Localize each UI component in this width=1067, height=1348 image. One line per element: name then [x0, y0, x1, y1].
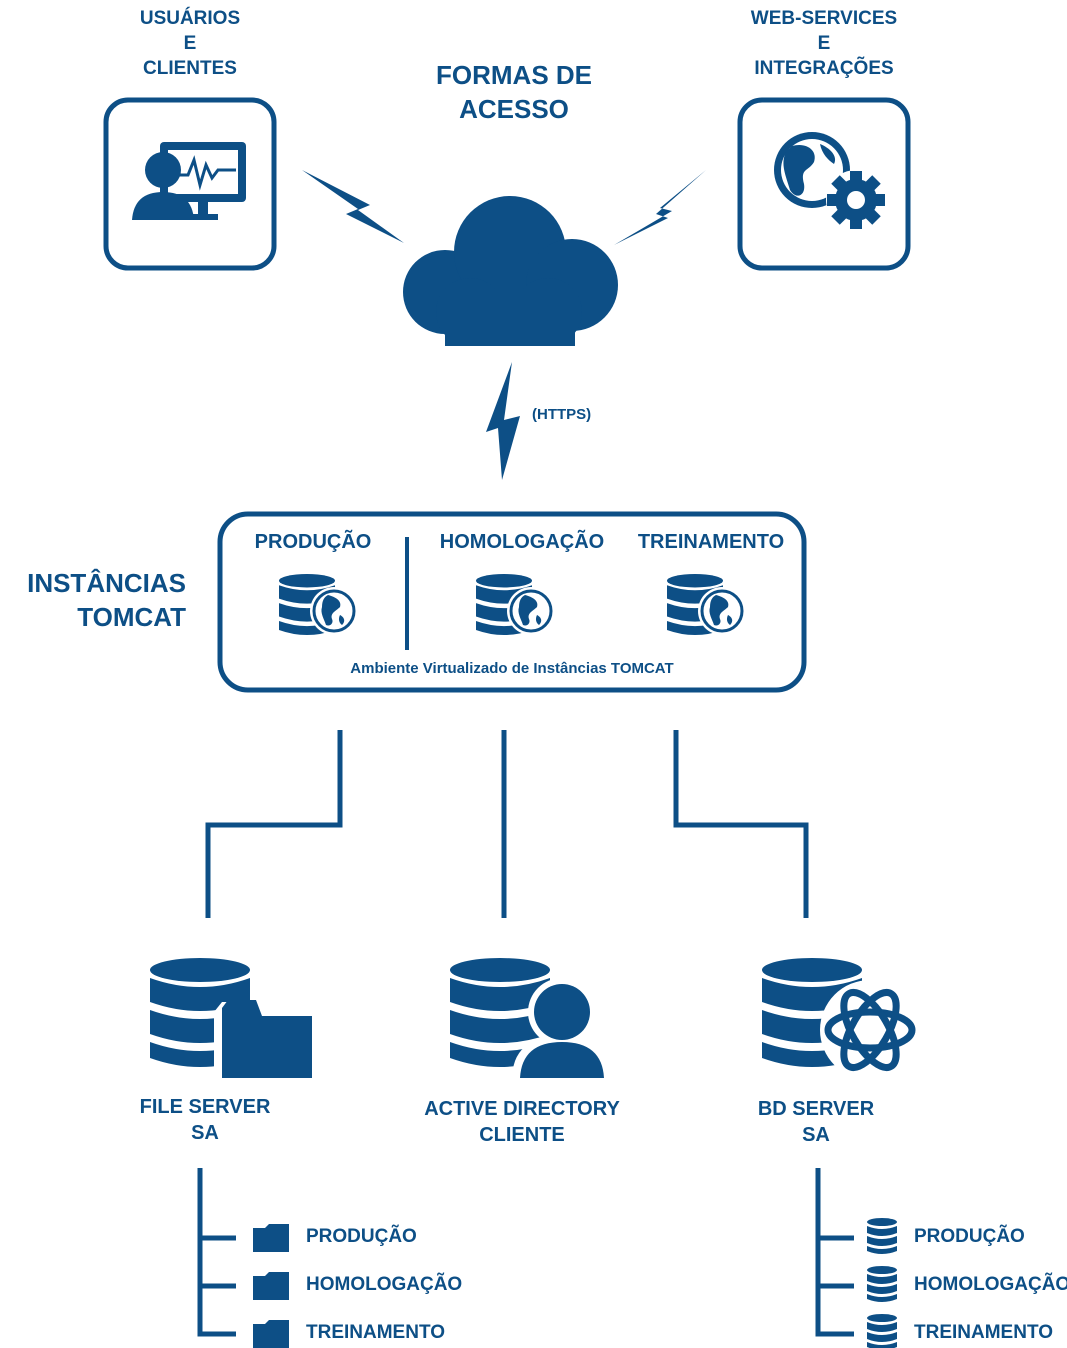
database-folder-icon: [150, 958, 318, 1084]
cloud-icon: [403, 196, 618, 346]
user-monitor-icon: [132, 142, 246, 220]
bd-server-label: BD SERVER SA: [757, 1098, 875, 1146]
https-label: (HTTPS): [532, 406, 592, 423]
bd-item-treinamento: TREINAMENTO: [914, 1322, 1053, 1343]
database-atom-icon: [762, 958, 920, 1080]
access-title: FORMAS DE ACESSO: [436, 60, 592, 124]
file-server-label: FILE SERVER SA: [139, 1096, 271, 1144]
instance-producao: PRODUÇÃO: [254, 531, 372, 553]
active-directory-label: ACTIVE DIRECTORY CLIENTE: [424, 1098, 620, 1146]
file-item-treinamento: TREINAMENTO: [306, 1322, 445, 1343]
file-item-producao: PRODUÇÃO: [306, 1226, 417, 1247]
web-services-label: WEB-SERVICES E INTEGRAÇÕES: [750, 8, 898, 79]
lightning-icon: [302, 170, 706, 480]
bd-item-producao: PRODUÇÃO: [914, 1226, 1025, 1247]
database-user-icon: [450, 958, 612, 1080]
instance-homologacao: HOMOLOGAÇÃO: [439, 531, 605, 553]
connector-lines: [197, 730, 854, 1337]
file-item-homologacao: HOMOLOGAÇÃO: [306, 1274, 463, 1295]
web-services-box: [737, 97, 911, 271]
instance-treinamento: TREINAMENTO: [637, 531, 785, 553]
users-clients-label: USUÁRIOS E CLIENTES: [139, 8, 241, 79]
globe-gear-icon: [774, 132, 886, 230]
folder-icon: [253, 1224, 289, 1348]
bd-item-homologacao: HOMOLOGAÇÃO: [914, 1274, 1067, 1295]
tomcat-caption: Ambiente Virtualizado de Instâncias TOMC…: [350, 660, 674, 677]
tomcat-title: INSTÂNCIAS TOMCAT: [27, 568, 186, 632]
users-clients-box: [103, 97, 277, 271]
database-icon: [867, 1218, 897, 1348]
